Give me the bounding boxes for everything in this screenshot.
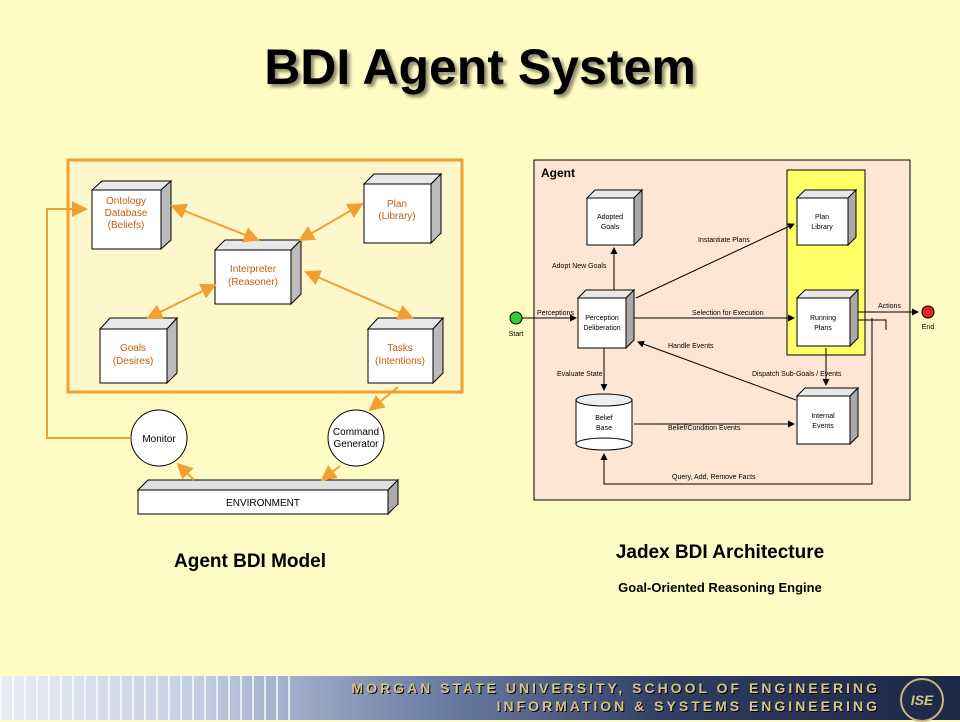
adopted-goals-node: Adopted Goals	[585, 188, 644, 247]
end-label: End	[922, 324, 935, 331]
tasks-label-1: Tasks	[387, 343, 413, 354]
belief-base-label-1: Belief	[595, 415, 613, 422]
perception-deliberation-node: Perception Deliberation	[576, 288, 636, 350]
goals-node: Goals (Desires)	[98, 316, 179, 385]
right-diagram-subcaption: Goal-Oriented Reasoning Engine	[618, 580, 822, 595]
belief-base-label-2: Base	[596, 425, 612, 432]
jadex-architecture-diagram: Agent Adopted Goals Plan Library Percept…	[509, 159, 935, 501]
interpreter-node: Interpreter (Reasoner)	[213, 238, 303, 306]
internal-events-label-2: Events	[812, 423, 834, 430]
running-plans-label-1: Running	[810, 315, 836, 322]
monitor-label: Monitor	[142, 434, 176, 445]
footer-department: Information & Systems Engineering	[496, 698, 880, 714]
plan-library-node: Plan (Library)	[362, 172, 443, 245]
diagrams-canvas: Ontology Database (Beliefs) Plan (Librar…	[46, 158, 935, 516]
ontology-database-node: Ontology Database (Beliefs)	[90, 179, 173, 251]
edge-evaluate-state: Evaluate State	[557, 371, 603, 378]
tasks-node: Tasks (Intentions)	[366, 316, 445, 385]
footer-grid-pattern	[0, 676, 300, 720]
ontology-label-3: (Beliefs)	[108, 220, 145, 231]
adopted-goals-label-2: Goals	[601, 224, 620, 231]
edge-belief-condition: Belief/Condition Events	[668, 425, 741, 432]
start-node: Start	[509, 311, 524, 338]
footer-university: Morgan State University, School of Engin…	[351, 680, 880, 696]
end-node: End	[921, 305, 935, 331]
goals-label-2: (Desires)	[113, 356, 154, 367]
ise-logo-icon: ISE	[900, 678, 944, 722]
environment-node: ENVIRONMENT	[136, 478, 400, 516]
ontology-label-1: Ontology	[106, 196, 146, 207]
right-diagram-caption: Jadex BDI Architecture	[615, 542, 825, 563]
monitor-node: Monitor	[130, 409, 188, 467]
edge-handle-events: Handle Events	[668, 343, 714, 350]
start-label: Start	[509, 331, 524, 338]
interpreter-label-2: (Reasoner)	[228, 277, 278, 288]
edge-actions: Actions	[878, 303, 901, 310]
adopted-goals-label-1: Adopted	[597, 214, 623, 221]
plan-library-label-1: Plan	[815, 214, 829, 221]
command-generator-node: Command Generator	[327, 409, 385, 467]
internal-events-label-1: Internal	[811, 413, 835, 420]
command-label-2: Generator	[333, 439, 379, 450]
ontology-label-2: Database	[105, 208, 148, 219]
command-label-1: Command	[333, 427, 379, 438]
perception-label-2: Deliberation	[583, 325, 620, 332]
edge-instantiate-plans: Instantiate Plans	[698, 237, 750, 244]
edge-query: Query, Add, Remove Facts	[672, 474, 756, 481]
plan-label-2: (Library)	[378, 211, 415, 222]
plan-library-label-2: Library	[811, 224, 833, 231]
environment-label: ENVIRONMENT	[226, 498, 300, 509]
agent-frame-label: Agent	[541, 166, 575, 180]
left-diagram-caption: Agent BDI Model	[174, 551, 326, 572]
tasks-label-2: (Intentions)	[375, 356, 425, 367]
edge-dispatch: Dispatch Sub-Goals / Events	[752, 371, 842, 378]
edge-perceptions: Perceptions	[537, 310, 574, 317]
belief-base-node: Belief Base	[575, 393, 633, 451]
plan-label-1: Plan	[387, 199, 407, 210]
edge-adopt-new-goals: Adopt New Goals	[552, 263, 607, 270]
edge-selection: Selection for Execution	[692, 310, 764, 317]
page-title: BDI Agent System	[264, 39, 696, 95]
running-plans-node: Running Plans	[795, 288, 860, 348]
interpreter-label-1: Interpreter	[230, 264, 277, 275]
perception-label-1: Perception	[585, 315, 619, 322]
running-plans-label-2: Plans	[814, 325, 832, 332]
internal-events-node: Internal Events	[795, 386, 860, 446]
agent-bdi-model-diagram: Ontology Database (Beliefs) Plan (Librar…	[46, 158, 464, 516]
goals-label-1: Goals	[120, 343, 146, 354]
plan-library-box: Plan Library	[795, 188, 858, 247]
